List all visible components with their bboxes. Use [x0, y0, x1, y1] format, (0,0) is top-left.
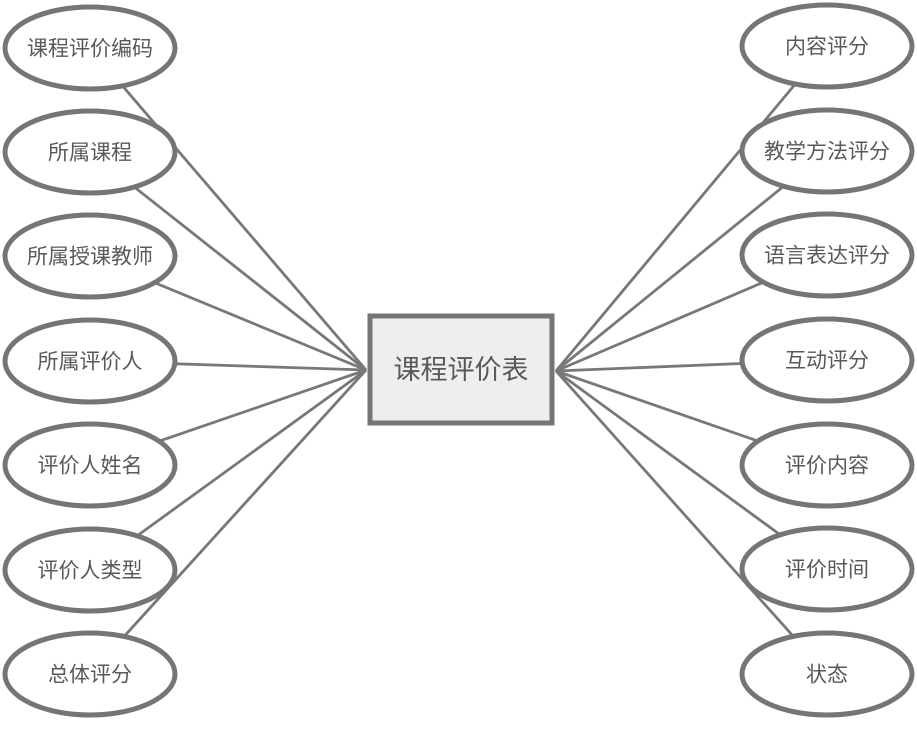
connector-line-left-7	[88, 369, 368, 675]
attribute-label: 所属授课教师	[27, 245, 153, 268]
attribute-ellipse	[739, 316, 915, 404]
attribute-label: 教学方法评分	[764, 140, 890, 163]
attribute-ellipse	[739, 107, 915, 195]
attribute-node-left-5[interactable]: 评价人姓名	[2, 421, 178, 509]
entity-rect	[367, 313, 555, 426]
attribute-ellipse	[739, 525, 915, 613]
attribute-node-right-7[interactable]: 状态	[739, 630, 915, 718]
attribute-ellipse	[739, 2, 915, 90]
attribute-label: 所属评价人	[38, 350, 143, 373]
attribute-ellipse	[2, 108, 178, 196]
connector-line-right-7	[554, 370, 829, 675]
attribute-node-right-4[interactable]: 互动评分	[739, 316, 915, 404]
entity-label: 课程评价表	[394, 355, 529, 385]
attribute-label: 总体评分	[48, 663, 132, 686]
connector-line-right-1	[554, 45, 829, 372]
attribute-node-left-3[interactable]: 所属授课教师	[2, 212, 178, 300]
attribute-ellipse	[2, 526, 178, 614]
attribute-node-right-2[interactable]: 教学方法评分	[739, 107, 915, 195]
attribute-label: 所属课程	[48, 141, 132, 164]
attribute-node-left-6[interactable]: 评价人类型	[2, 526, 178, 614]
attribute-node-right-6[interactable]: 评价时间	[739, 525, 915, 613]
attribute-ellipse	[739, 630, 915, 718]
connector-line-left-1	[88, 47, 368, 371]
attribute-label: 状态	[806, 663, 848, 686]
attribute-ellipse	[739, 211, 915, 299]
attribute-label: 内容评分	[785, 35, 869, 58]
attribute-node-right-3[interactable]: 语言表达评分	[739, 211, 915, 299]
attribute-ellipse	[2, 317, 178, 405]
attribute-node-right-5[interactable]: 评价内容	[739, 421, 915, 509]
attribute-node-left-7[interactable]: 总体评分	[2, 630, 178, 718]
attribute-label: 课程评价编码	[27, 37, 153, 60]
attribute-label: 互动评分	[785, 349, 869, 372]
attribute-node-left-1[interactable]: 课程评价编码	[2, 4, 178, 92]
entity-node[interactable]: 课程评价表	[367, 313, 555, 426]
attribute-node-left-2[interactable]: 所属课程	[2, 108, 178, 196]
attribute-label: 语言表达评分	[764, 244, 890, 267]
attribute-ellipse	[2, 212, 178, 300]
attribute-ellipse	[739, 421, 915, 509]
attribute-ellipse	[2, 421, 178, 509]
attribute-node-right-1[interactable]: 内容评分	[739, 2, 915, 90]
attribute-label: 评价人姓名	[38, 454, 143, 477]
attribute-ellipse	[2, 4, 178, 92]
attribute-label: 评价时间	[785, 558, 869, 581]
attribute-ellipse	[2, 630, 178, 718]
attribute-label: 评价内容	[785, 454, 869, 477]
attribute-node-left-4[interactable]: 所属评价人	[2, 317, 178, 405]
attribute-label: 评价人类型	[38, 559, 143, 582]
